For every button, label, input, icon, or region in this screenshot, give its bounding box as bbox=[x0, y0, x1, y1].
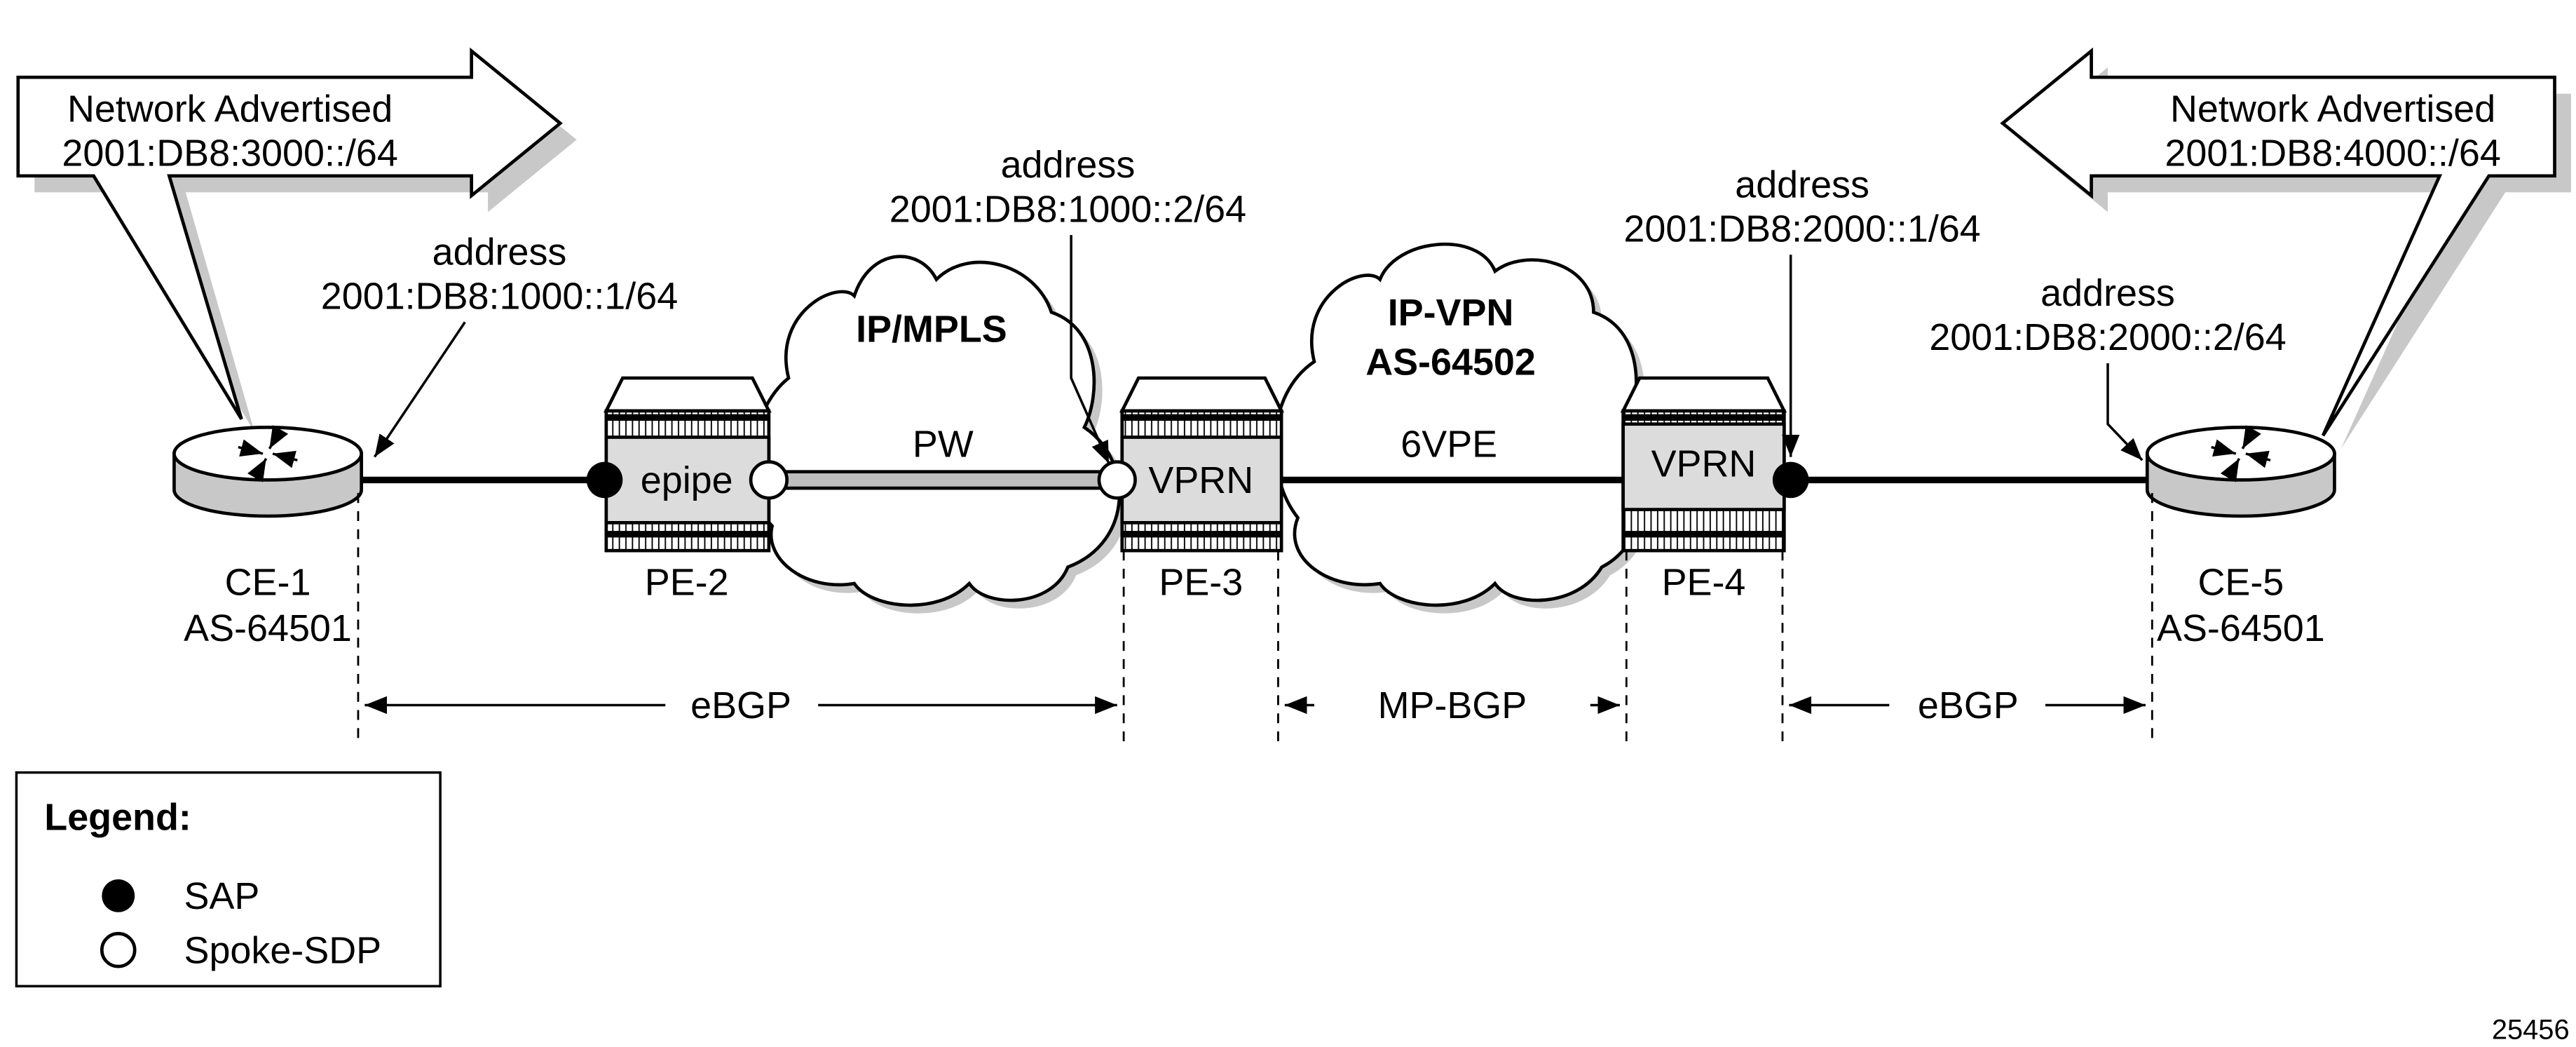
cloud-ip-mpls: IP/MPLS bbox=[750, 255, 1128, 614]
ce5-as: AS-64501 bbox=[2157, 607, 2325, 649]
pe4-router: VPRN PE-4 bbox=[1620, 376, 1787, 603]
sap-pe4 bbox=[1772, 461, 1809, 499]
ce1-as: AS-64501 bbox=[184, 607, 352, 649]
ce5-name: CE-5 bbox=[2197, 561, 2284, 603]
pe3-router: VPRN PE-3 bbox=[1119, 376, 1284, 603]
legend-spoke-sdp-icon bbox=[100, 931, 137, 968]
pe3-address-value: 2001:DB8:1000::2/64 bbox=[890, 188, 1246, 230]
session-mp-bgp-label: MP-BGP bbox=[1378, 684, 1527, 727]
callout-left-line2: 2001:DB8:3000::/64 bbox=[62, 133, 397, 175]
cloud-ip-mpls-label: IP/MPLS bbox=[856, 309, 1007, 351]
pe4-address-label: address bbox=[1735, 163, 1869, 205]
callout-right-line1: Network Advertised bbox=[2170, 88, 2495, 130]
session-ebgp-left: eBGP bbox=[364, 684, 1117, 727]
pe4-service-label: VPRN bbox=[1651, 443, 1757, 485]
pe4-name: PE-4 bbox=[1662, 561, 1746, 603]
6vpe-label: 6VPE bbox=[1401, 424, 1497, 466]
callout-left-line1: Network Advertised bbox=[67, 88, 393, 130]
router-arrows-icon bbox=[2211, 425, 2271, 482]
pe4-address-value: 2001:DB8:2000::1/64 bbox=[1623, 208, 1980, 250]
figure-id: 25456 bbox=[2492, 1014, 2570, 1045]
pe3-address-pointer bbox=[1070, 235, 1110, 464]
pseudowire-link bbox=[773, 470, 1115, 490]
legend-spoke-sdp-label: Spoke-SDP bbox=[184, 929, 382, 971]
pe3-service-label: VPRN bbox=[1148, 459, 1253, 501]
ce5-address-label: address bbox=[2040, 272, 2175, 314]
session-ebgp-right: eBGP bbox=[1789, 684, 2146, 727]
sap-pe2 bbox=[586, 461, 623, 499]
callout-right-line2: 2001:DB8:4000::/64 bbox=[2165, 133, 2500, 175]
callout-right: Network Advertised 2001:DB8:4000::/64 bbox=[2000, 47, 2571, 449]
session-ebgp-right-label: eBGP bbox=[1918, 684, 2019, 727]
pw-label: PW bbox=[913, 424, 974, 466]
legend-sap-icon bbox=[102, 879, 135, 912]
ce1-address-value: 2001:DB8:1000::1/64 bbox=[321, 276, 678, 318]
ce5-router: CE-5 AS-64501 bbox=[2145, 425, 2336, 649]
ce5-address-pointer bbox=[2106, 363, 2144, 461]
pe3-address-label: address bbox=[1001, 144, 1136, 186]
callout-left: Network Advertised 2001:DB8:3000::/64 bbox=[16, 47, 577, 433]
ce1-address-pointer bbox=[373, 321, 466, 458]
session-mp-bgp: MP-BGP bbox=[1284, 684, 1620, 727]
pe2-service-label: epipe bbox=[641, 459, 733, 501]
pe3-name: PE-3 bbox=[1159, 561, 1243, 603]
legend-title: Legend: bbox=[44, 797, 191, 839]
session-boundaries bbox=[357, 493, 2153, 743]
ce1-address-label: address bbox=[432, 231, 567, 273]
spoke-sdp-pe3 bbox=[1097, 460, 1137, 500]
pe2-router: epipe PE-2 bbox=[604, 376, 772, 603]
ce1-name: CE-1 bbox=[225, 561, 311, 603]
cloud-as-label: AS-64502 bbox=[1365, 341, 1536, 383]
ce5-address-value: 2001:DB8:2000::2/64 bbox=[1929, 316, 2286, 358]
pe2-name: PE-2 bbox=[645, 561, 729, 603]
session-ebgp-left-label: eBGP bbox=[690, 684, 791, 727]
cloud-ip-vpn-label: IP-VPN bbox=[1388, 292, 1514, 334]
legend: Legend: SAP Spoke-SDP bbox=[15, 771, 442, 988]
spoke-sdp-pe2 bbox=[749, 460, 789, 500]
ce1-router: CE-1 AS-64501 bbox=[172, 425, 363, 649]
legend-sap-label: SAP bbox=[184, 875, 260, 917]
cloud-ip-vpn: IP-VPN AS-64502 bbox=[1273, 242, 1655, 614]
router-arrows-icon bbox=[238, 425, 298, 482]
